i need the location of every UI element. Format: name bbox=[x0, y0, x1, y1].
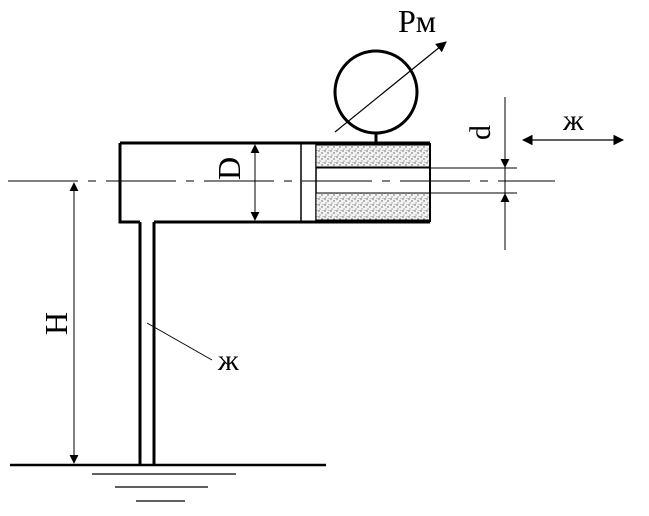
gauge-label: Pм bbox=[398, 3, 436, 39]
gauge-needle-arrow bbox=[334, 41, 447, 133]
bushing-bottom bbox=[315, 192, 431, 221]
tank-body bbox=[118, 141, 430, 224]
pressure-gauge bbox=[333, 49, 419, 135]
d-label: d bbox=[464, 125, 497, 140]
D-label: D bbox=[211, 157, 247, 180]
tube-liquid-label: ж bbox=[217, 344, 239, 377]
outlet-liquid-label: ж bbox=[562, 104, 584, 137]
H-label: H bbox=[38, 312, 74, 335]
tube-leader-line bbox=[146, 322, 213, 361]
bushing-top bbox=[315, 144, 431, 168]
